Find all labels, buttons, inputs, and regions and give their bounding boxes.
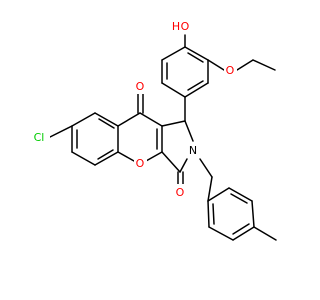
bond bbox=[161, 46, 186, 61]
bond bbox=[145, 151, 163, 162]
bond bbox=[161, 151, 181, 173]
atom-hydroxyl-oxygen: O H bbox=[172, 18, 190, 34]
carbonyl-oxygen-top-label: O bbox=[136, 80, 145, 93]
atom-ring-oxygen: O bbox=[134, 155, 147, 171]
bond bbox=[161, 82, 186, 98]
bond bbox=[207, 187, 230, 202]
bond bbox=[71, 151, 96, 166]
bond-layer bbox=[49, 34, 277, 241]
atom-chlorine: Cl bbox=[28, 130, 50, 144]
hydroxyl-oxygen-label: O bbox=[181, 20, 190, 33]
ring-oxygen-label: O bbox=[136, 157, 145, 170]
bond bbox=[207, 176, 213, 202]
bond bbox=[251, 200, 255, 228]
bond bbox=[252, 59, 276, 71]
bond bbox=[207, 200, 210, 228]
bond bbox=[207, 59, 225, 71]
bond bbox=[184, 120, 194, 142]
ethoxy-oxygen-label: O bbox=[226, 64, 235, 77]
bond bbox=[94, 112, 119, 127]
bond bbox=[97, 149, 114, 160]
atom-nitrogen: N bbox=[187, 142, 200, 158]
bond bbox=[199, 158, 213, 178]
bond bbox=[228, 187, 253, 202]
carbonyl-oxygen-bottom-label: O bbox=[176, 186, 185, 199]
atom-label-layer: Cl O H O O O O N bbox=[28, 18, 237, 200]
bond bbox=[187, 52, 204, 63]
bond bbox=[184, 46, 209, 61]
bond bbox=[94, 151, 119, 166]
atom-carbonyl-oxygen-bottom: O bbox=[174, 184, 187, 200]
bond bbox=[117, 112, 141, 127]
hydroxyl-hydrogen-label: H bbox=[172, 20, 180, 33]
atom-carbonyl-oxygen-top: O bbox=[134, 78, 147, 94]
bond bbox=[212, 203, 215, 225]
bond bbox=[49, 125, 73, 138]
bond bbox=[161, 120, 186, 127]
molecule-structure: Cl O H O O O O N bbox=[28, 18, 277, 241]
bond bbox=[232, 226, 255, 241]
bond bbox=[179, 158, 188, 173]
bond bbox=[253, 226, 277, 241]
bond bbox=[187, 80, 204, 91]
bond bbox=[98, 118, 115, 129]
bond bbox=[208, 226, 234, 241]
bond bbox=[71, 112, 96, 127]
nitrogen-label: N bbox=[189, 144, 197, 157]
bond bbox=[117, 151, 135, 162]
bond bbox=[236, 59, 254, 71]
bond bbox=[139, 112, 163, 127]
atom-ethoxy-oxygen: O bbox=[224, 62, 237, 78]
bond bbox=[184, 82, 209, 98]
chlorine-label: Cl bbox=[34, 131, 45, 144]
bond bbox=[232, 223, 250, 235]
bond bbox=[230, 193, 248, 204]
